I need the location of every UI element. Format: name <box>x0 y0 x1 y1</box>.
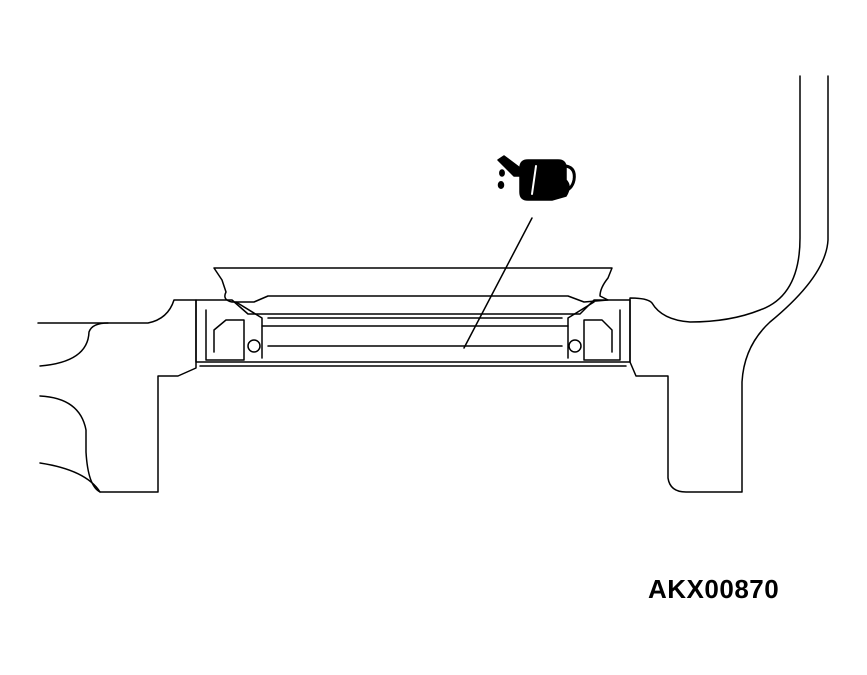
right-housing-outer <box>629 75 829 493</box>
seal-right-lip <box>567 301 595 359</box>
right-housing <box>629 75 829 493</box>
left-garter-spring <box>247 339 261 353</box>
seal-outer-shell <box>195 299 631 363</box>
seal-right-case <box>583 309 621 361</box>
right-garter-spring <box>568 339 582 353</box>
leader-line <box>463 217 533 349</box>
oil-can-spout <box>497 155 521 177</box>
left-housing-inner-curve <box>39 322 109 367</box>
left-housing <box>37 299 197 493</box>
oil-can-handle <box>560 164 576 194</box>
oil-can-body <box>519 159 570 201</box>
figure-code: AKX00870 <box>648 574 780 604</box>
oil-drop-1 <box>499 169 505 177</box>
oil-can-highlight <box>531 165 537 195</box>
seal-left-case <box>205 309 245 361</box>
left-housing-lower-curve <box>39 462 101 493</box>
oil-drop-2 <box>497 181 505 189</box>
oil-can-icon <box>497 155 576 201</box>
seal-inner-upper-line <box>261 317 569 327</box>
oil-seal <box>195 267 631 367</box>
seal-top-flange <box>213 267 613 303</box>
left-housing-outline <box>37 299 197 493</box>
seal-left-lip <box>235 301 263 359</box>
